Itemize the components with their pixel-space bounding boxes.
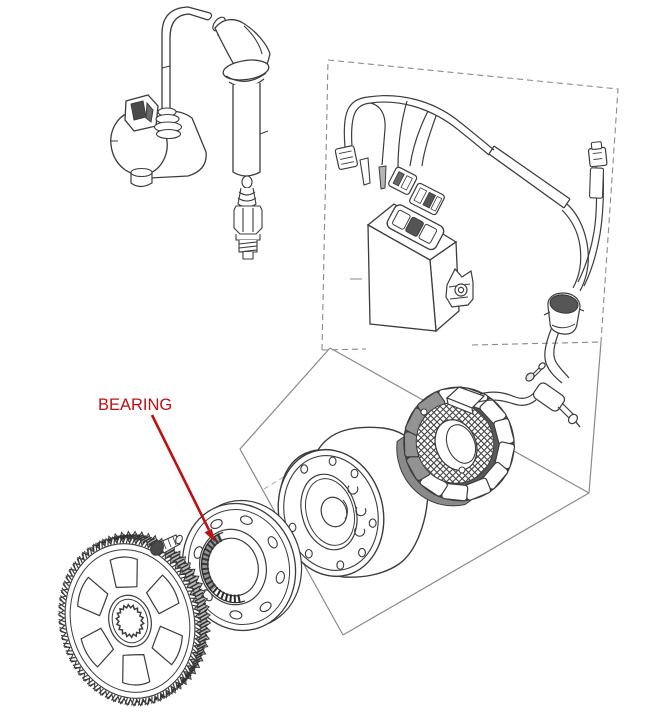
svg-text:BEARING: BEARING: [98, 396, 172, 414]
